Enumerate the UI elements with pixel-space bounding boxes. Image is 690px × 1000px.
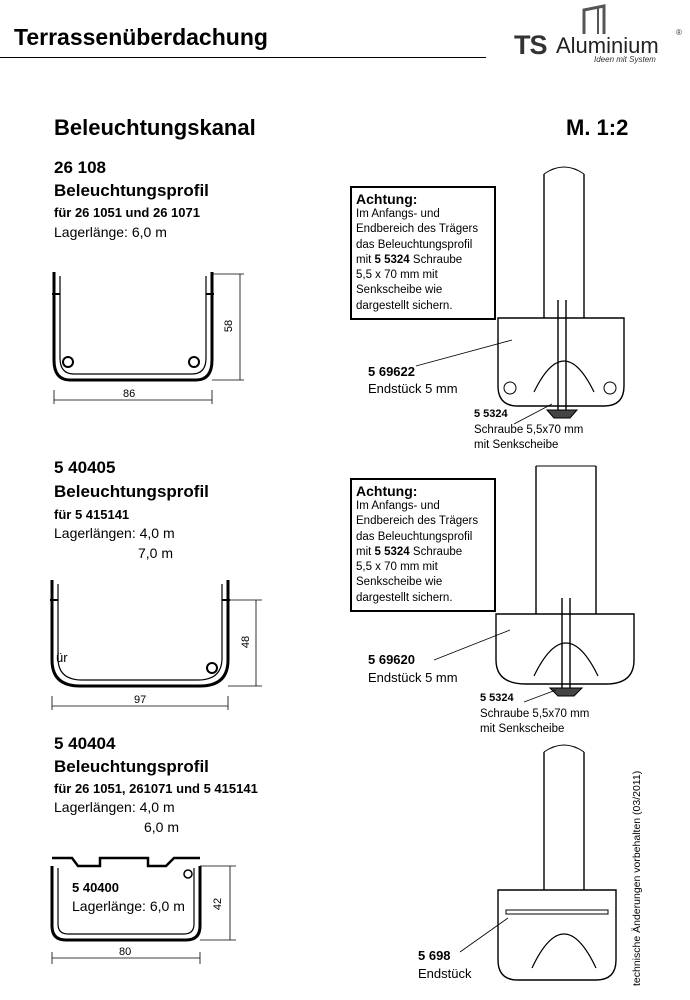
callout-text: Endstück 5 mm — [368, 381, 458, 396]
warning-screw-line: mit 5 5324 Schraube — [356, 545, 494, 560]
warning-line: Senkscheibe wie — [356, 576, 443, 589]
assembly-drawing-1 — [415, 166, 625, 425]
section-title: Beleuchtungskanal — [54, 115, 256, 140]
callout-text: Schraube 5,5x70 mm — [480, 708, 590, 720]
profile-540405-section — [50, 580, 262, 710]
dimension-height: 58 — [223, 319, 236, 333]
dimension-width: 86 — [123, 388, 136, 400]
warning-screw-number: 5 5324 — [374, 545, 410, 558]
warning-screw-suffix: Schraube — [409, 545, 463, 558]
callout-text: Endstück — [418, 966, 472, 981]
scale-label: M. 1:2 — [566, 115, 629, 140]
profile-length: Lagerlänge: 6,0 m — [54, 224, 167, 240]
profile-inner-label: ür — [56, 650, 68, 665]
logo-tagline: Ideen mit System — [594, 55, 656, 64]
warning-screw-prefix: mit — [356, 545, 375, 558]
callout-number: 5 5324 — [480, 692, 514, 704]
warning-line: Senkscheibe wie — [356, 284, 443, 297]
warning-line: Endbereich des Trägers — [356, 515, 479, 528]
callout-text: Endstück 5 mm — [368, 670, 458, 685]
profile-length: 6,0 m — [144, 819, 180, 835]
profile-for: für 5 415141 — [54, 507, 130, 522]
profile-for: für 26 1051, 261071 und 5 415141 — [54, 781, 258, 796]
page-title: Terrassenüberdachung — [14, 24, 268, 50]
warning-screw-suffix: Schraube — [409, 253, 463, 266]
profile-name: Beleuchtungsprofil — [54, 482, 209, 501]
profile-540404-section — [50, 856, 236, 964]
callout-number: 5 69620 — [368, 652, 415, 667]
assembly-drawing-2 — [433, 465, 635, 703]
warning-line: 5,5 x 70 mm mit — [356, 561, 438, 574]
profile-number: 5 40405 — [54, 458, 116, 477]
callout-text: mit Senkscheibe — [480, 723, 565, 735]
profile-for: für 26 1051 und 26 1071 — [54, 205, 200, 220]
warning-line: dargestellt sichern. — [356, 591, 453, 604]
callout-number: 5 69622 — [368, 364, 415, 379]
insert-length: Lagerlänge: 6,0 m — [72, 898, 185, 914]
profile-length: Lagerlängen: 4,0 m — [54, 525, 175, 541]
callout-text: mit Senkscheibe — [474, 439, 559, 451]
logo-name: Aluminium — [556, 33, 659, 58]
profile-number: 5 40404 — [54, 734, 116, 753]
warning-box: Achtung: Im Anfangs- und Endbereich des … — [350, 478, 496, 613]
warning-line: Im Anfangs- und — [356, 500, 440, 512]
side-note: technische Änderungen vorbehalten (03/20… — [631, 770, 643, 986]
callout-text: Schraube 5,5x70 mm — [474, 424, 584, 436]
profile-name: Beleuchtungsprofil — [54, 181, 209, 200]
callout-number: 5 5324 — [474, 408, 508, 420]
warning-line: Endbereich des Trägers — [356, 223, 479, 236]
callout-number: 5 698 — [418, 948, 451, 963]
profile-26108-section — [52, 272, 244, 404]
profile-length: Lagerlängen: 4,0 m — [54, 799, 175, 815]
warning-screw-number: 5 5324 — [374, 253, 410, 266]
warning-line: das Beleuchtungsprofil — [356, 530, 473, 543]
warning-title: Achtung: — [356, 191, 418, 207]
logo-graphic — [582, 4, 606, 34]
profile-name: Beleuchtungsprofil — [54, 757, 209, 776]
warning-title: Achtung: — [356, 483, 418, 499]
warning-line: 5,5 x 70 mm mit — [356, 269, 438, 282]
ts-aluminium-logo: TS Aluminium Ideen mit System ® — [514, 4, 686, 66]
dimension-height: 42 — [212, 897, 225, 911]
logo-ts: TS — [514, 30, 548, 60]
profile-length: 7,0 m — [138, 545, 174, 561]
warning-line: das Beleuchtungsprofil — [356, 238, 473, 251]
warning-line: Im Anfangs- und — [356, 208, 440, 220]
warning-screw-prefix: mit — [356, 253, 375, 266]
warning-box: Achtung: Im Anfangs- und Endbereich des … — [350, 186, 496, 321]
insert-number: 5 40400 — [72, 880, 119, 895]
warning-line: dargestellt sichern. — [356, 299, 453, 312]
dimension-width: 80 — [119, 946, 132, 958]
profile-number: 26 108 — [54, 158, 106, 177]
assembly-drawing-3 — [459, 744, 617, 981]
logo-registered: ® — [676, 28, 682, 37]
dimension-width: 97 — [134, 694, 147, 706]
header-divider — [0, 57, 486, 58]
warning-screw-line: mit 5 5324 Schraube — [356, 253, 494, 268]
dimension-height: 48 — [240, 635, 253, 649]
